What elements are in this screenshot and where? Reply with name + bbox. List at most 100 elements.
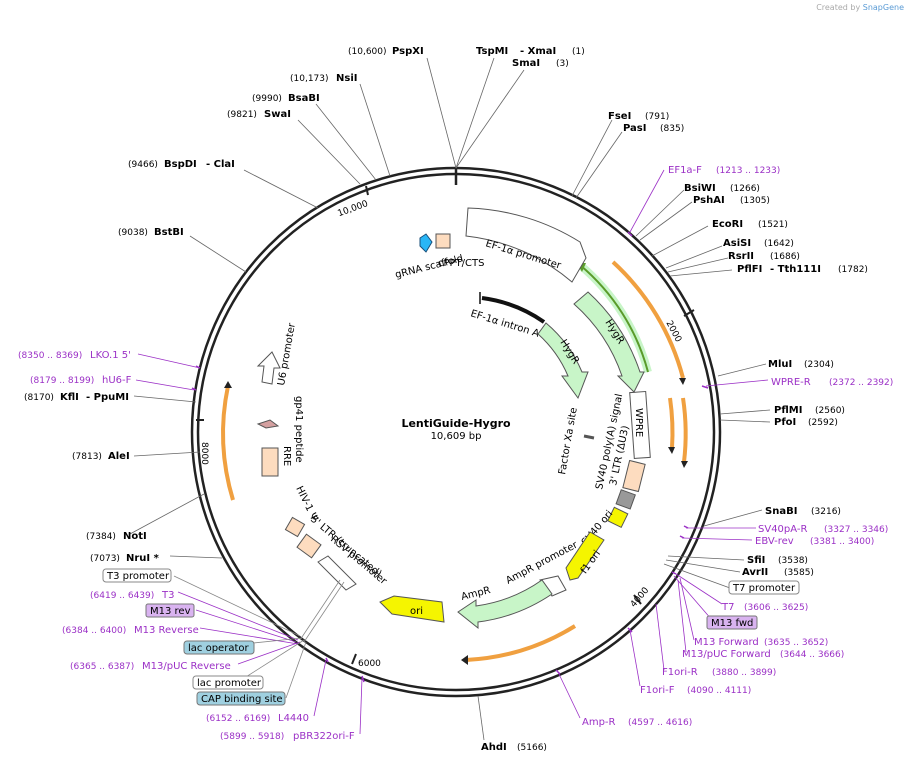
- u6-promoter-feature: [256, 351, 281, 385]
- cppt-label: cPPT/CTS: [438, 258, 484, 269]
- leader-lines: [129, 57, 771, 741]
- pfoi-pos: (2592): [808, 418, 838, 428]
- ef1a-intron-feature: [481, 296, 546, 324]
- gp41-feature: [256, 419, 280, 429]
- ef1af-name: EF1a-F: [668, 165, 702, 176]
- hygr-inner-feature: [537, 322, 589, 400]
- ef1af-pos: (1213 .. 1233): [716, 166, 780, 176]
- credit-prefix: Created by: [816, 3, 861, 12]
- mlui-name: MluI: [768, 359, 792, 370]
- tick-label-8000: 8000: [199, 442, 209, 465]
- xmai-name: - XmaI: [520, 46, 556, 57]
- nrui-name: NruI *: [126, 553, 160, 564]
- arrowhead-4: [461, 655, 468, 665]
- lac-promoter-label: lac promoter: [197, 678, 262, 689]
- cap-binding-label: CAP binding site: [201, 694, 283, 705]
- pspxi-pos: (10,600): [348, 47, 387, 57]
- ampr-primer-name: Amp-R: [582, 717, 616, 728]
- pshai-name: PshAI: [693, 195, 725, 206]
- lko1-pos: (8350 .. 8369): [18, 351, 82, 361]
- primer-leader-lines: [135, 169, 769, 735]
- pasi-pos: (835): [660, 124, 684, 134]
- factor-xa-mark: [583, 434, 595, 440]
- nrui-pos: (7073): [90, 554, 120, 564]
- bspdi-pos: (9466): [128, 160, 158, 170]
- pspxi-name: PspXI: [392, 46, 424, 57]
- kfli-name: KflI: [60, 392, 79, 403]
- asisi-name: AsiSI: [723, 238, 751, 249]
- ecori-name: EcoRI: [712, 219, 743, 230]
- pflfi-pos: (1782): [838, 265, 868, 275]
- clai-name: - ClaI: [206, 159, 235, 170]
- bstbi-pos: (9038): [118, 228, 148, 238]
- lac-operator-box: [183, 640, 255, 655]
- nsii-pos: (10,173): [290, 74, 329, 84]
- ahdi-name: AhdI: [481, 742, 507, 753]
- factor-xa-label: Factor Xa site: [557, 407, 580, 476]
- m13-forward-pos: (3635 .. 3652): [764, 638, 828, 648]
- lac-promoter-box: [192, 675, 264, 690]
- m13-forward-name: M13 Forward: [694, 637, 759, 648]
- green-arc-2: [579, 264, 649, 373]
- m13-rev-label: M13 rev: [150, 606, 191, 617]
- t7-promoter-box: [728, 580, 800, 595]
- pshai-pos: (1305): [740, 196, 770, 206]
- snabi-name: SnaBI: [765, 506, 797, 517]
- hygr-outer-feature: [573, 291, 645, 393]
- pflmi-name: PflMI: [774, 405, 802, 416]
- ecori-pos: (1521): [758, 220, 788, 230]
- rsrii-name: RsrII: [728, 251, 754, 262]
- f1orif-name: F1ori-F: [640, 685, 675, 696]
- m13puc-forward-name: M13/pUC Forward: [682, 649, 771, 660]
- hu6f-name: hU6-F: [102, 375, 132, 386]
- snabi-pos: (3216): [811, 507, 841, 517]
- bsiwi-pos: (1266): [730, 184, 760, 194]
- ebvrev-pos: (3381 .. 3400): [810, 537, 874, 547]
- cap-binding-box: [196, 691, 286, 706]
- hu6f-pos: (8179 .. 8199): [30, 376, 94, 386]
- bsabi-name: BsaBI: [288, 93, 320, 104]
- sv40-polya-feature: [615, 489, 636, 510]
- ltr5-feature: [296, 533, 322, 559]
- pbr322-name: pBR322ori-F: [293, 731, 355, 742]
- orange-arc-2: [668, 397, 675, 449]
- mlui-pos: (2304): [804, 360, 834, 370]
- cppt-feature: [435, 233, 451, 249]
- lko1-name: LKO.1 5': [90, 350, 131, 361]
- tth111i-name: - Tth111I: [770, 264, 821, 275]
- m13puc-reverse-name: M13/pUC Reverse: [142, 661, 231, 672]
- l4440-pos: (6152 .. 6169): [206, 714, 270, 724]
- smai-name: SmaI: [512, 58, 540, 69]
- pflfi-name: PflFI: [737, 264, 762, 275]
- plasmid-size: 10,609 bp: [431, 431, 482, 442]
- orange-arc-4: [465, 624, 577, 662]
- sv40par-name: SV40pA-R: [758, 524, 807, 535]
- ampr-primer-pos: (4597 .. 4616): [628, 718, 692, 728]
- rsv-promoter-feature: [317, 555, 357, 591]
- arrowhead-2: [668, 447, 675, 454]
- sv40-ori-feature: [607, 506, 629, 529]
- l4440-name: L4440: [278, 713, 309, 724]
- fsei-name: FseI: [608, 111, 631, 122]
- ori-label: ori: [410, 606, 423, 617]
- rsrii-pos: (1686): [770, 252, 800, 262]
- orange-arc-1: [611, 260, 685, 379]
- m13-reverse-name: M13 Reverse: [134, 625, 199, 636]
- t7-pos: (3606 .. 3625): [744, 603, 808, 613]
- tspmi-name: TspMI: [476, 46, 508, 57]
- t3-promoter-label: T3 promoter: [106, 571, 170, 582]
- swai-name: SwaI: [264, 109, 291, 120]
- t3-promoter-box: [102, 568, 172, 583]
- tick-4000: [633, 594, 642, 605]
- m13-fwd-box: [706, 615, 758, 630]
- f1orif-pos: (4090 .. 4111): [687, 686, 751, 696]
- arrowhead-5: [224, 381, 232, 388]
- bstbi-name: BstBI: [154, 227, 184, 238]
- tick-6000: [351, 653, 357, 665]
- ori-feature: [379, 595, 445, 623]
- orange-arc-3: [681, 397, 688, 463]
- tick-label-6000: 6000: [358, 659, 381, 669]
- snapgene-brand: SnapGene: [862, 3, 904, 12]
- ef1a-promoter-feature: [465, 207, 587, 283]
- t3-name: T3: [161, 590, 174, 601]
